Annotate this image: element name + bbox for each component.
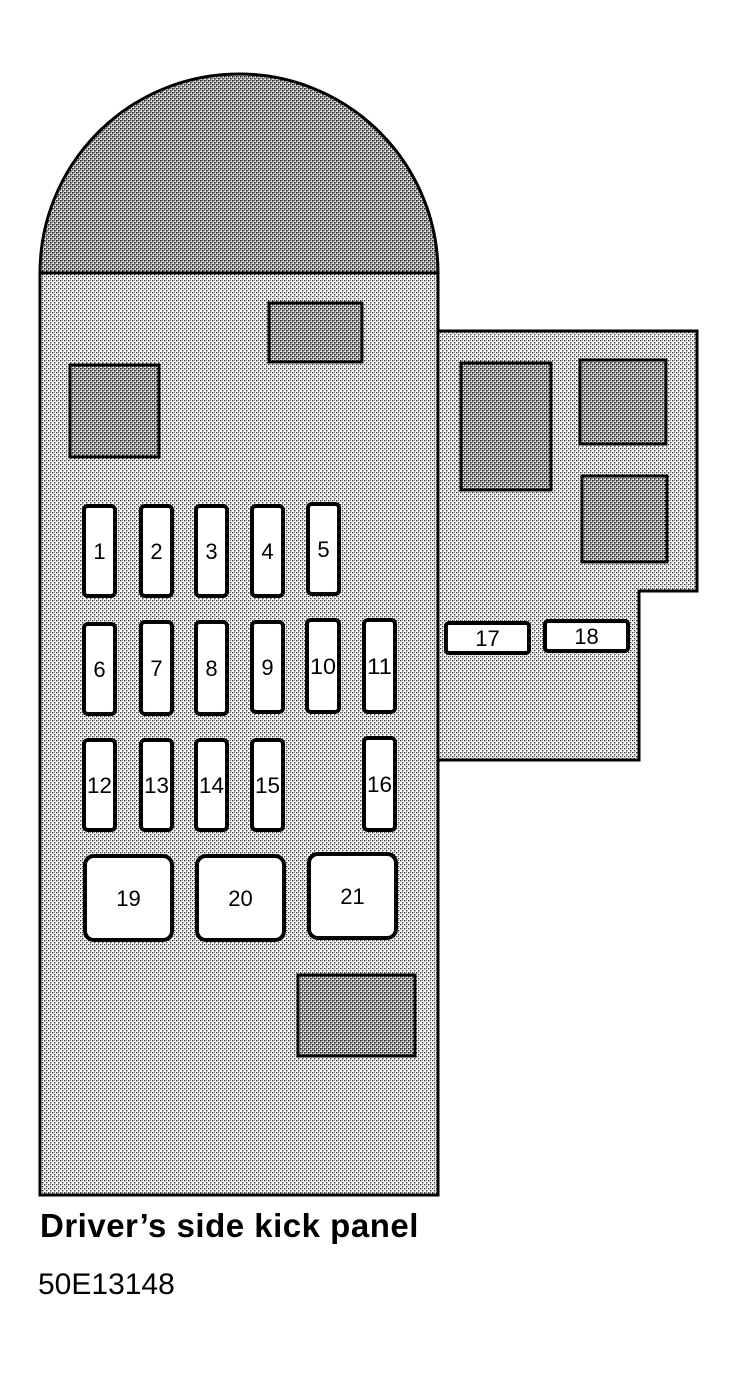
fuse-4-body bbox=[250, 504, 285, 598]
fuse-17-label: 17 bbox=[475, 626, 499, 651]
relay-block-top bbox=[267, 301, 364, 364]
aux-relay-block-lower bbox=[580, 474, 669, 564]
fuse-18-body bbox=[543, 619, 630, 653]
fuse-2-body bbox=[139, 504, 174, 598]
diagram-code: 50E13148 bbox=[38, 1268, 175, 1301]
fuse-9-body bbox=[250, 620, 285, 714]
fuse-8-label: 8 bbox=[205, 656, 217, 681]
aux-relay-block-upper bbox=[578, 358, 668, 446]
fuse-17-body bbox=[444, 621, 531, 655]
fuse-7-label: 7 bbox=[150, 656, 162, 681]
fuse-2-label: 2 bbox=[150, 539, 162, 564]
fuse-12-body bbox=[82, 738, 117, 832]
fuse-14-body bbox=[194, 738, 229, 832]
fuse-3-body bbox=[194, 504, 229, 598]
fuse-21-body bbox=[307, 852, 398, 940]
fuse-6-label: 6 bbox=[93, 657, 105, 682]
fuse-10-label: 10 bbox=[310, 654, 336, 679]
relay-block-bottom bbox=[296, 973, 417, 1058]
relay-block-left bbox=[68, 363, 161, 459]
aux-relay-block-large bbox=[459, 361, 553, 492]
fuse-6-body bbox=[82, 622, 117, 716]
fuse-19-body bbox=[83, 854, 174, 942]
fuse-8-body bbox=[194, 620, 229, 716]
fuse-13-label: 13 bbox=[144, 773, 169, 798]
fuse-12-label: 12 bbox=[87, 773, 112, 798]
fuse-10-body bbox=[305, 618, 341, 714]
fuse-1-body bbox=[82, 504, 117, 598]
fuse-11-body bbox=[362, 618, 397, 714]
fuse-14-label: 14 bbox=[199, 773, 224, 798]
fuse-5-label: 5 bbox=[317, 537, 329, 562]
fuse-1-label: 1 bbox=[93, 539, 105, 564]
diagram-caption: Driver’s side kick panel bbox=[40, 1207, 419, 1244]
fuse-9-label: 9 bbox=[261, 655, 273, 680]
fuse-7-body bbox=[139, 620, 174, 716]
fuse-16-label: 16 bbox=[367, 772, 392, 797]
fuse-21-label: 21 bbox=[340, 884, 364, 909]
fuse-19-label: 19 bbox=[116, 886, 140, 911]
fuse-20-body bbox=[195, 854, 286, 942]
fuse-3-label: 3 bbox=[205, 539, 217, 564]
fuse-4-label: 4 bbox=[261, 539, 273, 564]
fuse-15-body bbox=[250, 738, 285, 832]
fuse-13-body bbox=[139, 738, 174, 832]
fuse-20-label: 20 bbox=[228, 886, 252, 911]
fuse-5-body bbox=[306, 502, 341, 596]
fuse-18-label: 18 bbox=[574, 624, 598, 649]
fuse-11-label: 11 bbox=[367, 654, 392, 679]
main-panel-dome bbox=[38, 72, 440, 275]
fuse-15-label: 15 bbox=[255, 773, 280, 798]
fuse-16-body bbox=[362, 736, 397, 832]
